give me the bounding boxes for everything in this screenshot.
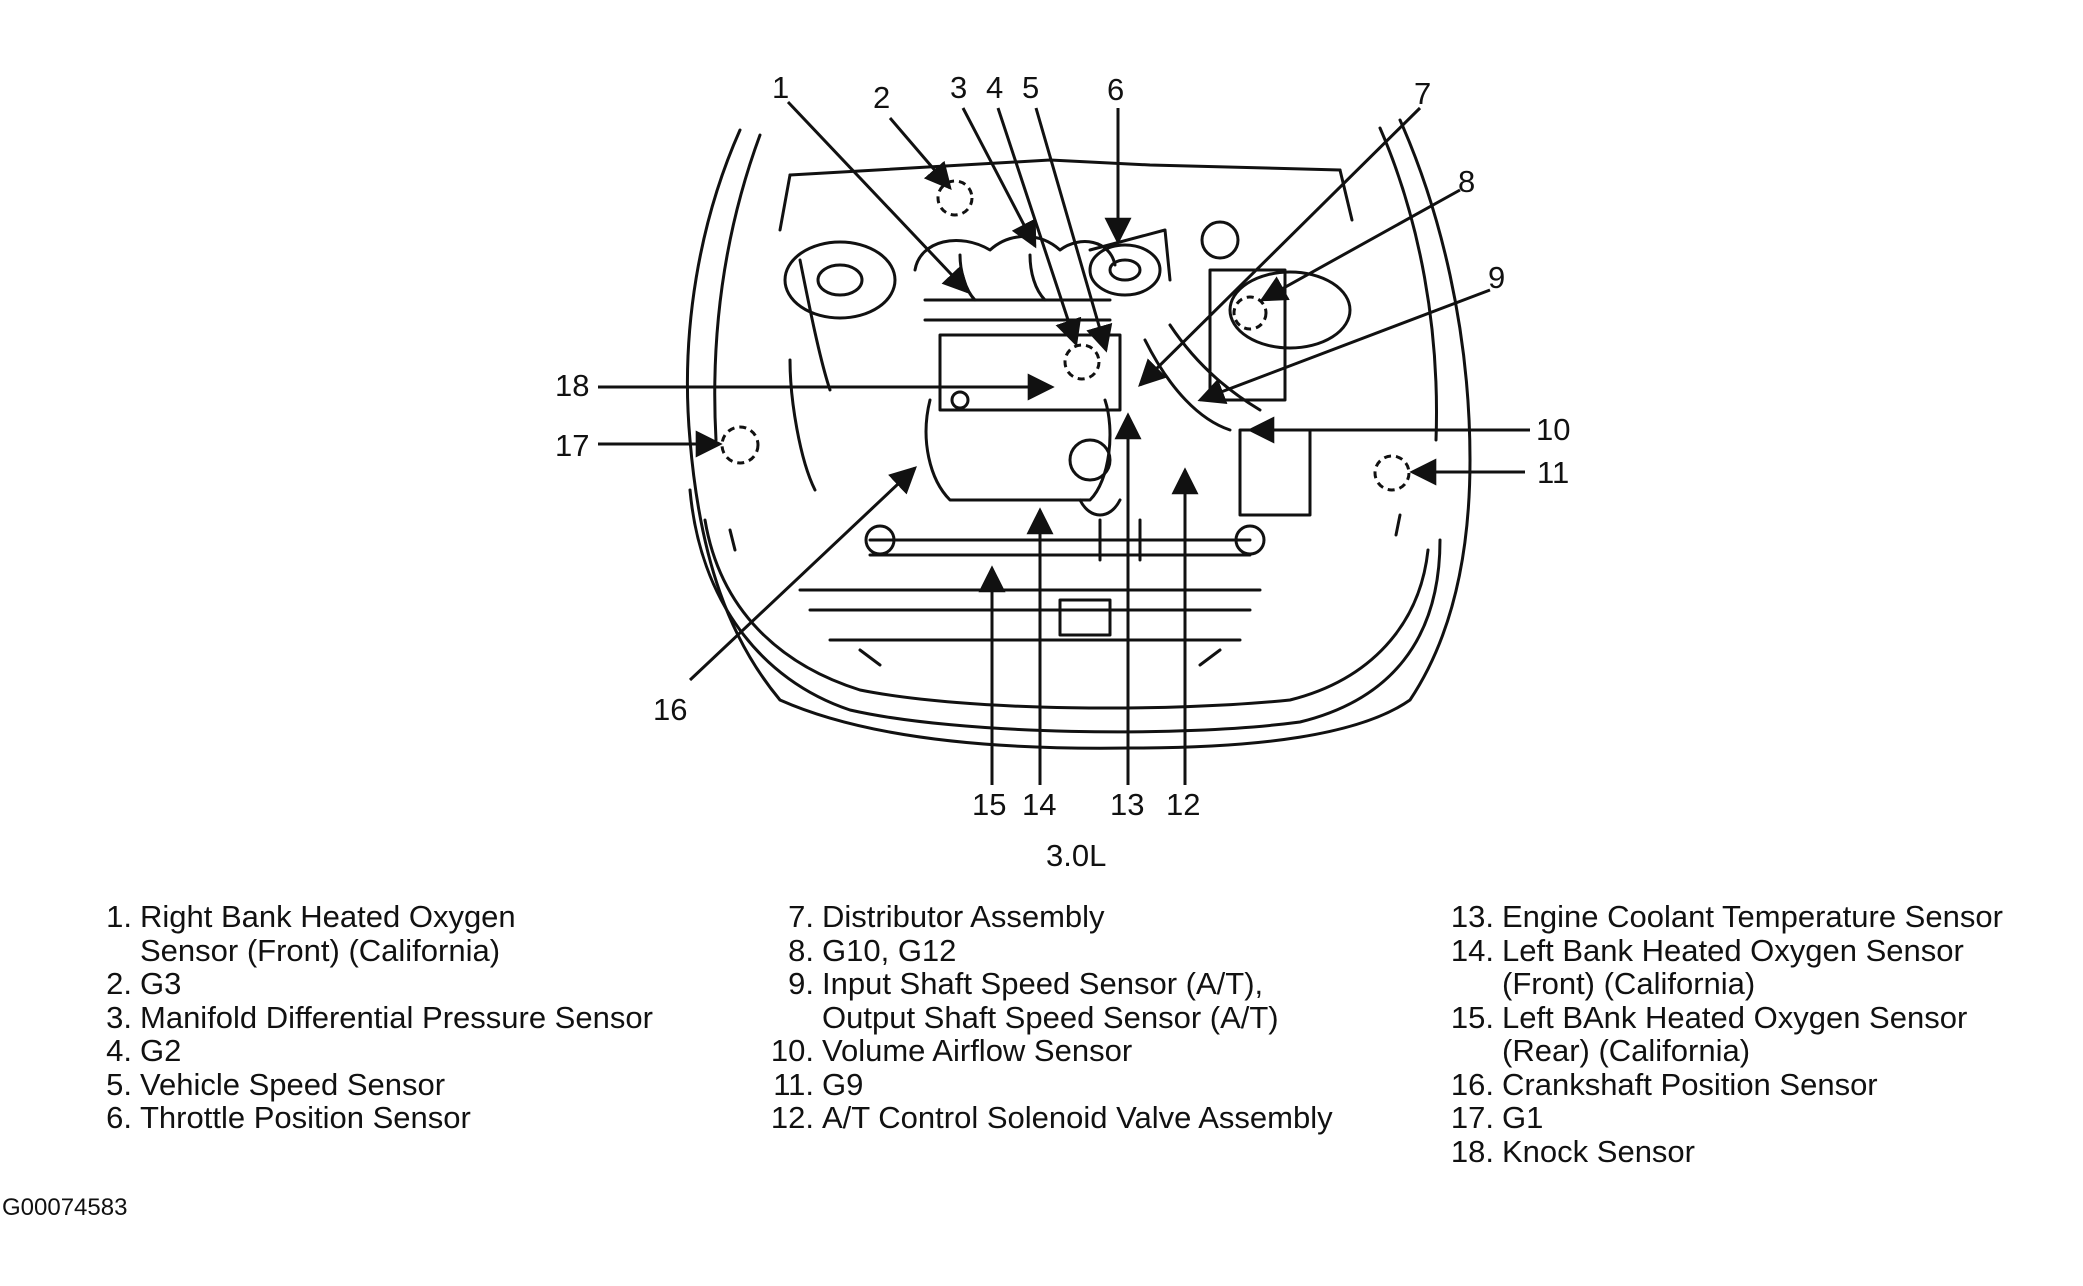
callout-9: 9 bbox=[1488, 260, 1505, 295]
callout-16: 16 bbox=[653, 692, 687, 727]
figure-code: G00074583 bbox=[2, 1194, 128, 1221]
legend-item: 14.Left Bank Heated Oxygen Sensor bbox=[1450, 932, 1964, 968]
callout-1: 1 bbox=[772, 70, 789, 105]
legend-item: 4.G2 bbox=[106, 1033, 182, 1068]
callout-17: 17 bbox=[555, 428, 589, 463]
callout-4: 4 bbox=[986, 70, 1003, 105]
engine-caption: 3.0L bbox=[1046, 838, 1107, 873]
legend-item: 15.Left BAnk Heated Oxygen Sensor bbox=[1450, 999, 1968, 1035]
legend-item: 12.A/T Control Solenoid Valve Assembly bbox=[770, 1100, 1333, 1135]
callout-11: 11 bbox=[1537, 455, 1569, 490]
legend-item: 1.Right Bank Heated Oxygen bbox=[106, 899, 516, 934]
callout-6: 6 bbox=[1107, 72, 1124, 107]
engine-bay-drawing bbox=[685, 118, 1472, 750]
callout-18: 18 bbox=[555, 368, 589, 403]
callout-14: 14 bbox=[1022, 787, 1056, 822]
legend-item: 2.G3 bbox=[106, 966, 182, 1001]
legend-item: 18.Knock Sensor bbox=[1450, 1133, 1695, 1169]
callout-numbers: 1 2 3 4 5 6 7 8 9 10 11 12 13 14 15 16 1… bbox=[555, 70, 1570, 822]
callout-3: 3 bbox=[950, 70, 967, 105]
legend-item: 8.G10, G12 bbox=[788, 932, 957, 968]
legend-column-3: 13.Engine Coolant Temperature Sensor 14.… bbox=[1432, 900, 2003, 1168]
legend-column-1: 1.Right Bank Heated Oxygen Sensor (Front… bbox=[88, 900, 653, 1135]
g10-g12-location bbox=[1232, 295, 1268, 331]
sensor-location-circles bbox=[720, 179, 1411, 492]
legend-item: 10.Volume Airflow Sensor bbox=[770, 1033, 1133, 1068]
g2-location bbox=[1063, 343, 1101, 381]
legend-item: 6.Throttle Position Sensor bbox=[106, 1100, 471, 1135]
legend-item: 5.Vehicle Speed Sensor bbox=[106, 1066, 446, 1102]
callout-13: 13 bbox=[1110, 787, 1144, 822]
legend-item: 17.G1 bbox=[1450, 1100, 1544, 1135]
callout-2: 2 bbox=[873, 80, 890, 115]
callout-7: 7 bbox=[1414, 76, 1431, 111]
legend-item: 13.Engine Coolant Temperature Sensor bbox=[1450, 899, 2003, 934]
legend-item: (Front) (California) bbox=[1502, 966, 1756, 1001]
legend-item: Sensor (Front) (California) bbox=[140, 932, 501, 968]
legend-item: 9.Input Shaft Speed Sensor (A/T), bbox=[788, 966, 1264, 1001]
g3-location bbox=[936, 179, 974, 217]
leader-lines bbox=[598, 100, 1530, 785]
legend-item: 11.G9 bbox=[773, 1066, 864, 1102]
callout-8: 8 bbox=[1458, 164, 1475, 199]
callout-10: 10 bbox=[1536, 412, 1570, 447]
callout-5: 5 bbox=[1022, 70, 1039, 105]
callout-15: 15 bbox=[972, 787, 1006, 822]
legend-item: 7.Distributor Assembly bbox=[788, 899, 1105, 934]
legend-item: 3.Manifold Differential Pressure Sensor bbox=[106, 999, 653, 1035]
legend-item: (Rear) (California) bbox=[1502, 1033, 1751, 1068]
callout-12: 12 bbox=[1166, 787, 1200, 822]
g1-location bbox=[720, 425, 760, 465]
legend-item: Output Shaft Speed Sensor (A/T) bbox=[822, 999, 1279, 1035]
legend-column-2: 7.Distributor Assembly 8.G10, G12 9.Inpu… bbox=[756, 900, 1333, 1135]
g9-location bbox=[1373, 454, 1411, 492]
legend-item: 16.Crankshaft Position Sensor bbox=[1450, 1066, 1878, 1102]
